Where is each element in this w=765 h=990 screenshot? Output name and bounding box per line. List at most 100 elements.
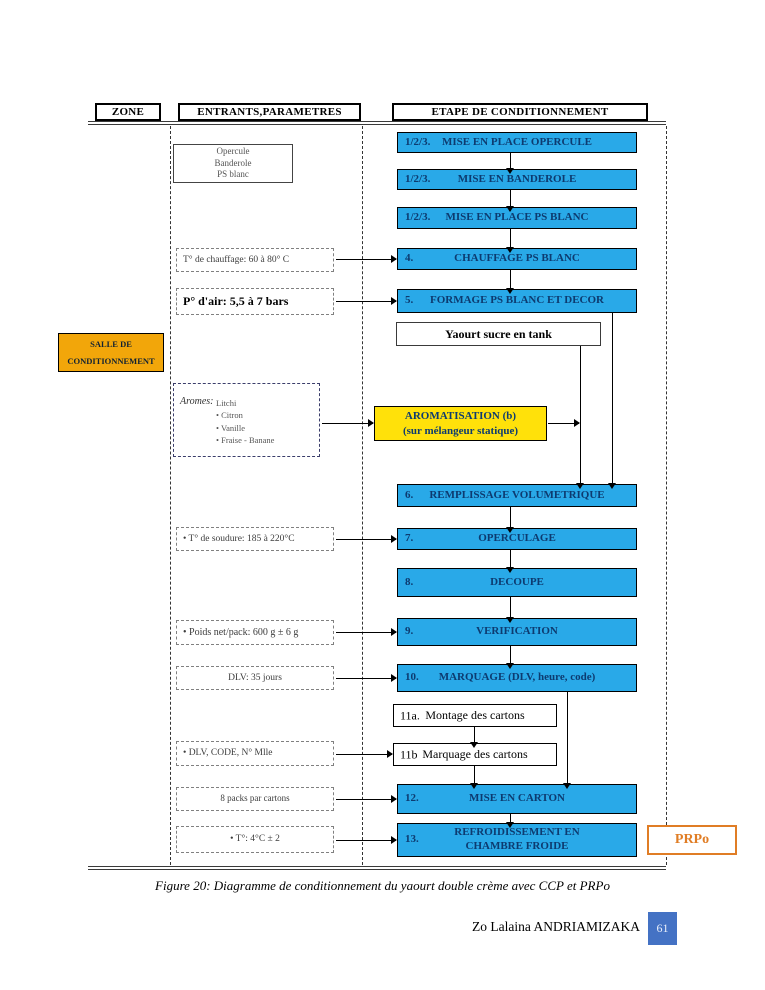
param-arrow <box>336 297 397 306</box>
param-arrow <box>336 535 397 544</box>
step-formage-ps-blanc: 5. FORMAGE PS BLANC ET DECOR <box>397 289 637 313</box>
step-chauffage-ps-blanc: 4. CHAUFFAGE PS BLANC <box>397 248 637 270</box>
step-montage-cartons: 11a. Montage des cartons <box>393 704 557 727</box>
param-packs: 8 packs par cartons <box>176 787 334 811</box>
flow-arrow <box>470 727 479 748</box>
param-temperature: • T°: 4°C ± 2 <box>176 826 334 853</box>
flow-arrow <box>506 270 515 294</box>
top-double-rule <box>88 121 666 125</box>
material-item: PS blanc <box>217 169 249 180</box>
flow-arrow <box>506 597 515 623</box>
box-aromatisation: AROMATISATION (b) (sur mélangeur statiqu… <box>374 406 547 441</box>
step-verification: 9. VERIFICATION <box>397 618 637 646</box>
step-number: 5. <box>405 294 414 307</box>
step-label: REMPLISSAGE VOLUMETRIQUE <box>429 488 605 501</box>
step-mise-en-banderole: 1/2/3. MISE EN BANDEROLE <box>397 169 637 190</box>
step-number: 7. <box>405 532 414 545</box>
step-label: Montage des cartons <box>425 708 525 722</box>
step-number: 1/2/3. <box>405 172 431 185</box>
prpo-badge: PRPo <box>647 825 737 855</box>
step-number: 1/2/3. <box>405 211 431 224</box>
param-chauffage: T° de chauffage: 60 à 80° C <box>176 248 334 272</box>
step-label: MISE EN PLACE PS BLANC <box>445 211 589 224</box>
aromatisation-line2: (sur mélangeur statique) <box>402 424 519 437</box>
flow-arrow-from-tank <box>576 346 585 489</box>
figure-caption: Figure 20: Diagramme de conditionnement … <box>155 878 610 893</box>
column-divider-right <box>666 126 667 865</box>
step-label: FORMAGE PS BLANC ET DECOR <box>430 294 604 307</box>
step-number: 12. <box>405 792 419 805</box>
step-operculage: 7. OPERCULAGE <box>397 528 637 550</box>
arome-item: • Vanille <box>216 422 246 433</box>
aromatisation-out-arrow <box>548 419 580 428</box>
bottom-double-rule <box>88 866 666 870</box>
column-divider-middle <box>362 126 363 865</box>
input-materials-box: Opercule Banderole PS blanc <box>173 144 293 183</box>
param-arrow <box>336 795 397 804</box>
step-label: MARQUAGE (DLV, heure, code) <box>438 671 596 684</box>
step-label: MISE EN PLACE OPERCULE <box>441 135 593 148</box>
flow-arrow <box>506 646 515 669</box>
step-mise-en-carton: 12. MISE EN CARTON <box>397 784 637 814</box>
aromes-label: Aromes: <box>180 396 214 407</box>
step-label: VERIFICATION <box>476 625 558 638</box>
flow-arrow-bypass <box>563 692 572 789</box>
column-header-zone: ZONE <box>95 103 161 121</box>
param-arrow <box>336 255 397 264</box>
flow-arrow <box>506 229 515 253</box>
box-yaourt-sucre-en-tank: Yaourt sucre en tank <box>396 322 601 346</box>
page-number-badge: 61 <box>648 912 677 945</box>
flow-arrow <box>506 507 515 533</box>
step-mise-en-place-ps-blanc: 1/2/3. MISE EN PLACE PS BLANC <box>397 207 637 229</box>
column-divider-left <box>170 126 171 865</box>
flow-arrow-from-formage <box>608 313 617 489</box>
param-arrow <box>336 674 397 683</box>
flow-arrow <box>506 814 515 828</box>
footer-author: Zo Lalaina ANDRIAMIZAKA <box>472 919 640 934</box>
step-label: DECOUPE <box>490 575 544 588</box>
step-mise-en-place-opercule: 1/2/3. MISE EN PLACE OPERCULE <box>397 132 637 153</box>
step-label: MISE EN CARTON <box>469 792 565 805</box>
column-header-entrants: ENTRANTS,PARAMETRES <box>178 103 361 121</box>
step-number: 13. <box>405 833 419 846</box>
param-soudure: • T° de soudure: 185 à 220°C <box>176 527 334 551</box>
step-label: CHAUFFAGE PS BLANC <box>454 252 580 265</box>
step-number: 9. <box>405 625 414 638</box>
column-header-etape: ETAPE DE CONDITIONNEMENT <box>392 103 648 121</box>
step-number: 11a. <box>400 708 420 722</box>
step-marquage: 10. MARQUAGE (DLV, heure, code) <box>397 664 637 692</box>
step-number: 10. <box>405 671 419 684</box>
flow-arrow <box>506 153 515 174</box>
param-arrow <box>336 628 397 637</box>
zone-box-line1: SALLE DE <box>90 339 132 349</box>
material-item: Opercule <box>216 145 250 156</box>
flow-arrow <box>470 766 479 789</box>
step-label: OPERCULAGE <box>478 532 556 545</box>
param-aromes-box: Aromes: Litchi • Citron • Vanille • Frai… <box>173 383 320 457</box>
param-dlv-code: • DLV, CODE, N° Mlle <box>176 741 334 766</box>
material-item: Banderole <box>214 157 252 168</box>
aromatisation-line1: AROMATISATION (b) <box>404 410 517 423</box>
step-remplissage-volumetrique: 6. REMPLISSAGE VOLUMETRIQUE <box>397 484 637 507</box>
param-arrow <box>336 836 397 845</box>
step-number: 8. <box>405 575 414 588</box>
zone-box-line2: CONDITIONNEMENT <box>67 356 155 366</box>
zone-box-salle-conditionnement: SALLE DE CONDITIONNEMENT <box>58 333 164 372</box>
param-arrow <box>336 750 393 759</box>
step-number: 11b <box>400 747 418 761</box>
step-label: REFROIDISSEMENT EN CHAMBRE FROIDE <box>454 826 580 852</box>
param-dlv: DLV: 35 jours <box>176 666 334 690</box>
arome-item: Litchi <box>216 398 237 408</box>
param-pression-air: P° d'air: 5,5 à 7 bars <box>176 288 334 315</box>
flow-arrow <box>506 550 515 573</box>
param-poids: • Poids net/pack: 600 g ± 6 g <box>176 620 334 645</box>
step-number: 4. <box>405 252 414 265</box>
aromes-list: Litchi • Citron • Vanille • Fraise - Ban… <box>216 397 274 446</box>
param-arrow <box>322 419 374 428</box>
arome-item: • Fraise - Banane <box>216 434 275 445</box>
step-number: 6. <box>405 488 414 501</box>
step-label: MISE EN BANDEROLE <box>457 172 577 185</box>
step-label: Marquage des cartons <box>422 747 528 761</box>
arome-item: • Citron <box>216 410 243 421</box>
